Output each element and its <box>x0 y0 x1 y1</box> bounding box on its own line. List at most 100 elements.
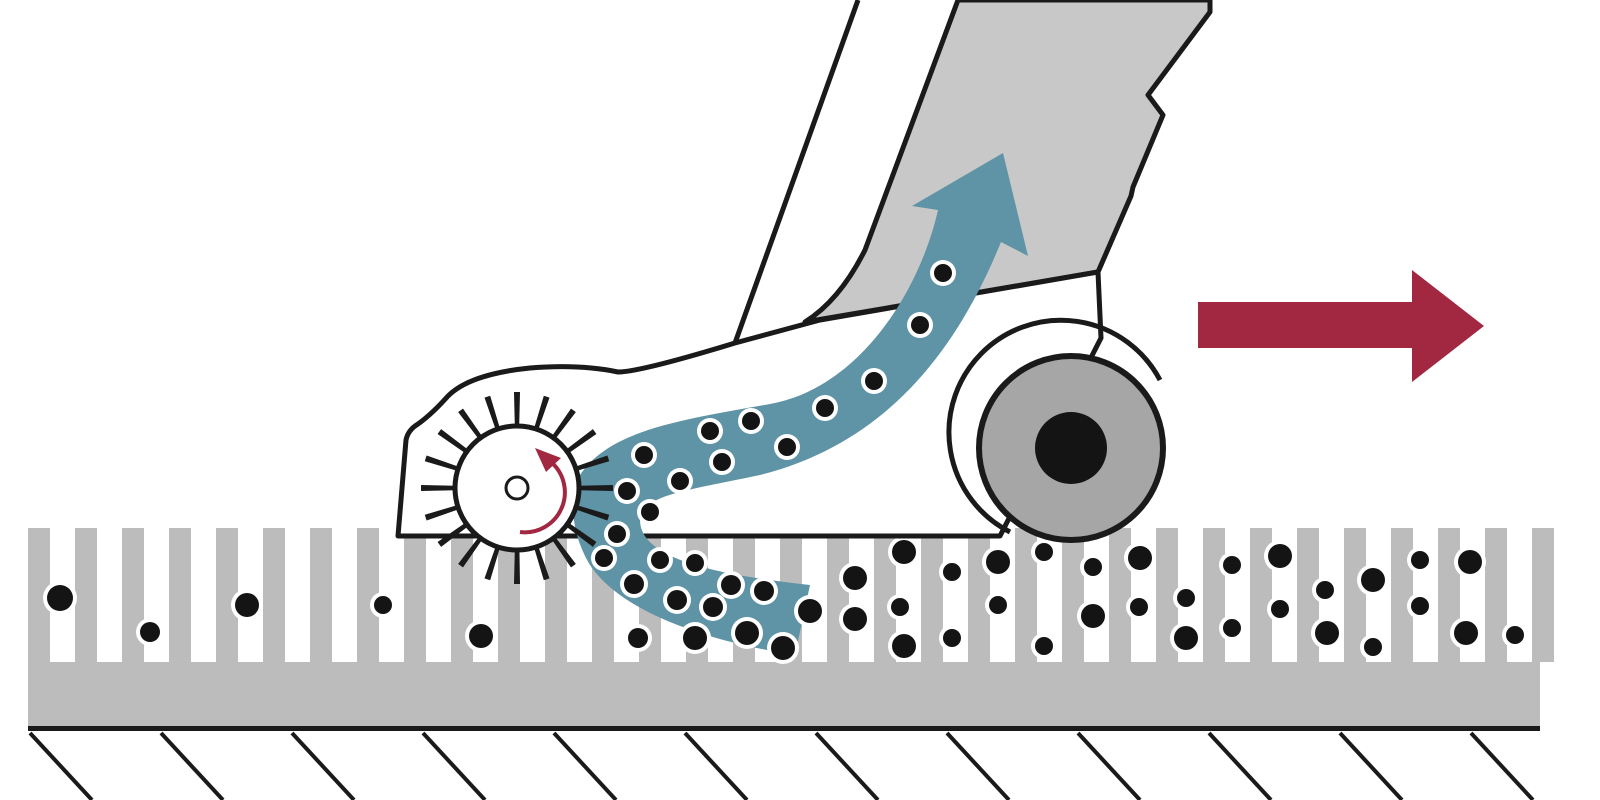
dirt-particle <box>635 446 653 464</box>
bristle <box>566 430 595 452</box>
bristle <box>484 546 498 579</box>
dirt-particle <box>618 482 636 500</box>
bristle <box>437 522 467 544</box>
bristle <box>425 506 459 519</box>
carpet-fiber <box>1015 528 1037 662</box>
bristle <box>534 546 547 580</box>
bristle <box>554 411 576 440</box>
airflow-shape <box>573 153 1028 655</box>
bristle <box>486 546 499 580</box>
hatch-line <box>552 731 618 800</box>
bristle <box>485 396 498 430</box>
bristle <box>552 409 574 438</box>
bristle <box>426 507 459 521</box>
dirt-particle <box>771 636 795 660</box>
clockwise-rotation-icon <box>535 448 561 472</box>
hatch-line <box>421 731 487 800</box>
bristle <box>575 458 609 471</box>
bristle <box>438 523 468 545</box>
bristle <box>484 397 498 430</box>
carpet-gap <box>332 528 354 662</box>
bristle <box>535 396 548 430</box>
bristle <box>458 536 480 565</box>
dirt-particle <box>892 540 916 564</box>
dirt-particle <box>608 525 626 543</box>
bristle <box>551 538 573 568</box>
bristle <box>536 546 550 579</box>
bristle <box>566 523 596 545</box>
dirt-particle <box>1130 598 1148 616</box>
carpet-fiber <box>1203 528 1225 662</box>
dirt-particle <box>1035 637 1053 655</box>
bristle <box>534 396 547 430</box>
direction-arrow <box>1198 270 1484 382</box>
suction-airflow-arrow-icon <box>573 153 1028 655</box>
hatch-line <box>814 731 880 800</box>
bristle <box>485 546 498 580</box>
bristle <box>459 410 481 439</box>
bristle <box>460 537 482 567</box>
dirt-particle <box>721 575 741 595</box>
dirt-particle <box>1361 568 1385 592</box>
bristle <box>565 525 594 547</box>
bristle <box>552 537 574 567</box>
dirt-particle <box>735 621 759 645</box>
carpet-fiber <box>1344 528 1366 662</box>
bristle <box>437 432 467 454</box>
carpet-gap <box>285 528 307 662</box>
carpet-fiber <box>968 528 990 662</box>
carpet-fiber <box>545 528 567 662</box>
bristle <box>513 549 517 584</box>
bristle <box>575 507 609 520</box>
carpet-fiber <box>1391 528 1413 662</box>
dirt-particles-carpet <box>43 536 1528 662</box>
bristle <box>553 410 575 439</box>
dirt-particle <box>742 412 760 430</box>
dirt-particle <box>1454 621 1478 645</box>
bristle <box>513 392 517 427</box>
dirt-particle <box>989 596 1007 614</box>
carpet-gap <box>1225 528 1247 662</box>
dirt-particle <box>943 563 961 581</box>
bristle <box>487 546 500 580</box>
bristle <box>438 431 467 453</box>
dirt-particle <box>713 453 731 471</box>
dirt-particle <box>1268 544 1292 568</box>
carpet-gap <box>520 528 542 662</box>
dirt-particle <box>1223 619 1241 637</box>
dirt-particle <box>1506 626 1524 644</box>
bristle <box>565 429 594 451</box>
carpet-fiber <box>310 528 332 662</box>
wheel <box>946 317 1166 543</box>
hatch-line <box>159 731 225 800</box>
bristle <box>487 396 500 430</box>
dirt-particle <box>671 472 689 490</box>
bristle <box>488 395 500 429</box>
dirt-particle <box>754 581 774 601</box>
dirt-particle <box>641 503 659 521</box>
rotation-arc <box>519 460 567 535</box>
dirt-particle <box>778 438 796 456</box>
hatch-line <box>1207 731 1273 800</box>
bristle <box>551 408 573 438</box>
bristle <box>459 537 481 566</box>
bristle <box>439 524 468 546</box>
dirt-particle <box>1223 556 1241 574</box>
bristle <box>440 525 469 547</box>
bristle <box>424 505 458 517</box>
dirt-particle <box>667 590 687 610</box>
dirt-particles-airflow <box>591 260 956 664</box>
dirt-particle <box>943 629 961 647</box>
bristle <box>440 429 469 451</box>
wheel-guard <box>946 317 1163 535</box>
dirt-particle <box>1316 581 1334 599</box>
handle-back-edge <box>732 0 861 344</box>
carpet-gap <box>849 528 871 662</box>
dirt-particle <box>469 624 493 648</box>
bristle <box>575 506 609 519</box>
bristle <box>534 547 546 581</box>
dirt-particle <box>374 596 392 614</box>
bristle <box>461 538 483 568</box>
wheel-hub <box>1035 412 1107 484</box>
bristle <box>575 455 608 469</box>
